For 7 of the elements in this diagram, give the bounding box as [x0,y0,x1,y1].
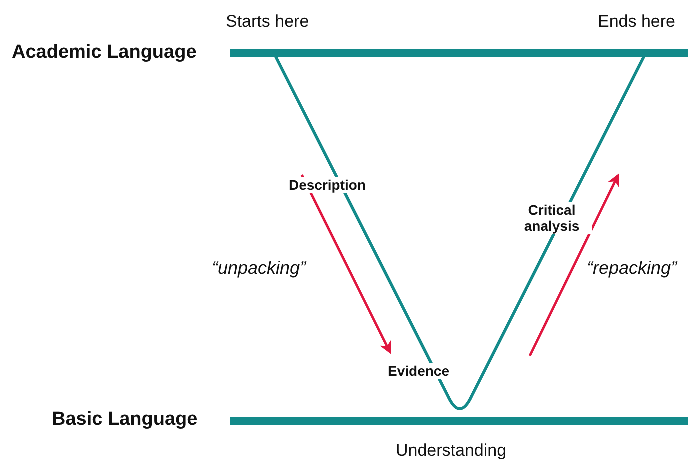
level-caption: Understanding [396,441,507,461]
stage-label: Description [289,177,366,194]
axis-label: Basic Language [52,409,198,431]
axis-label: Academic Language [12,42,197,64]
process-label: “unpacking” [212,258,306,279]
stage-label: Evidence [388,363,450,380]
process-label: “repacking” [587,258,678,279]
